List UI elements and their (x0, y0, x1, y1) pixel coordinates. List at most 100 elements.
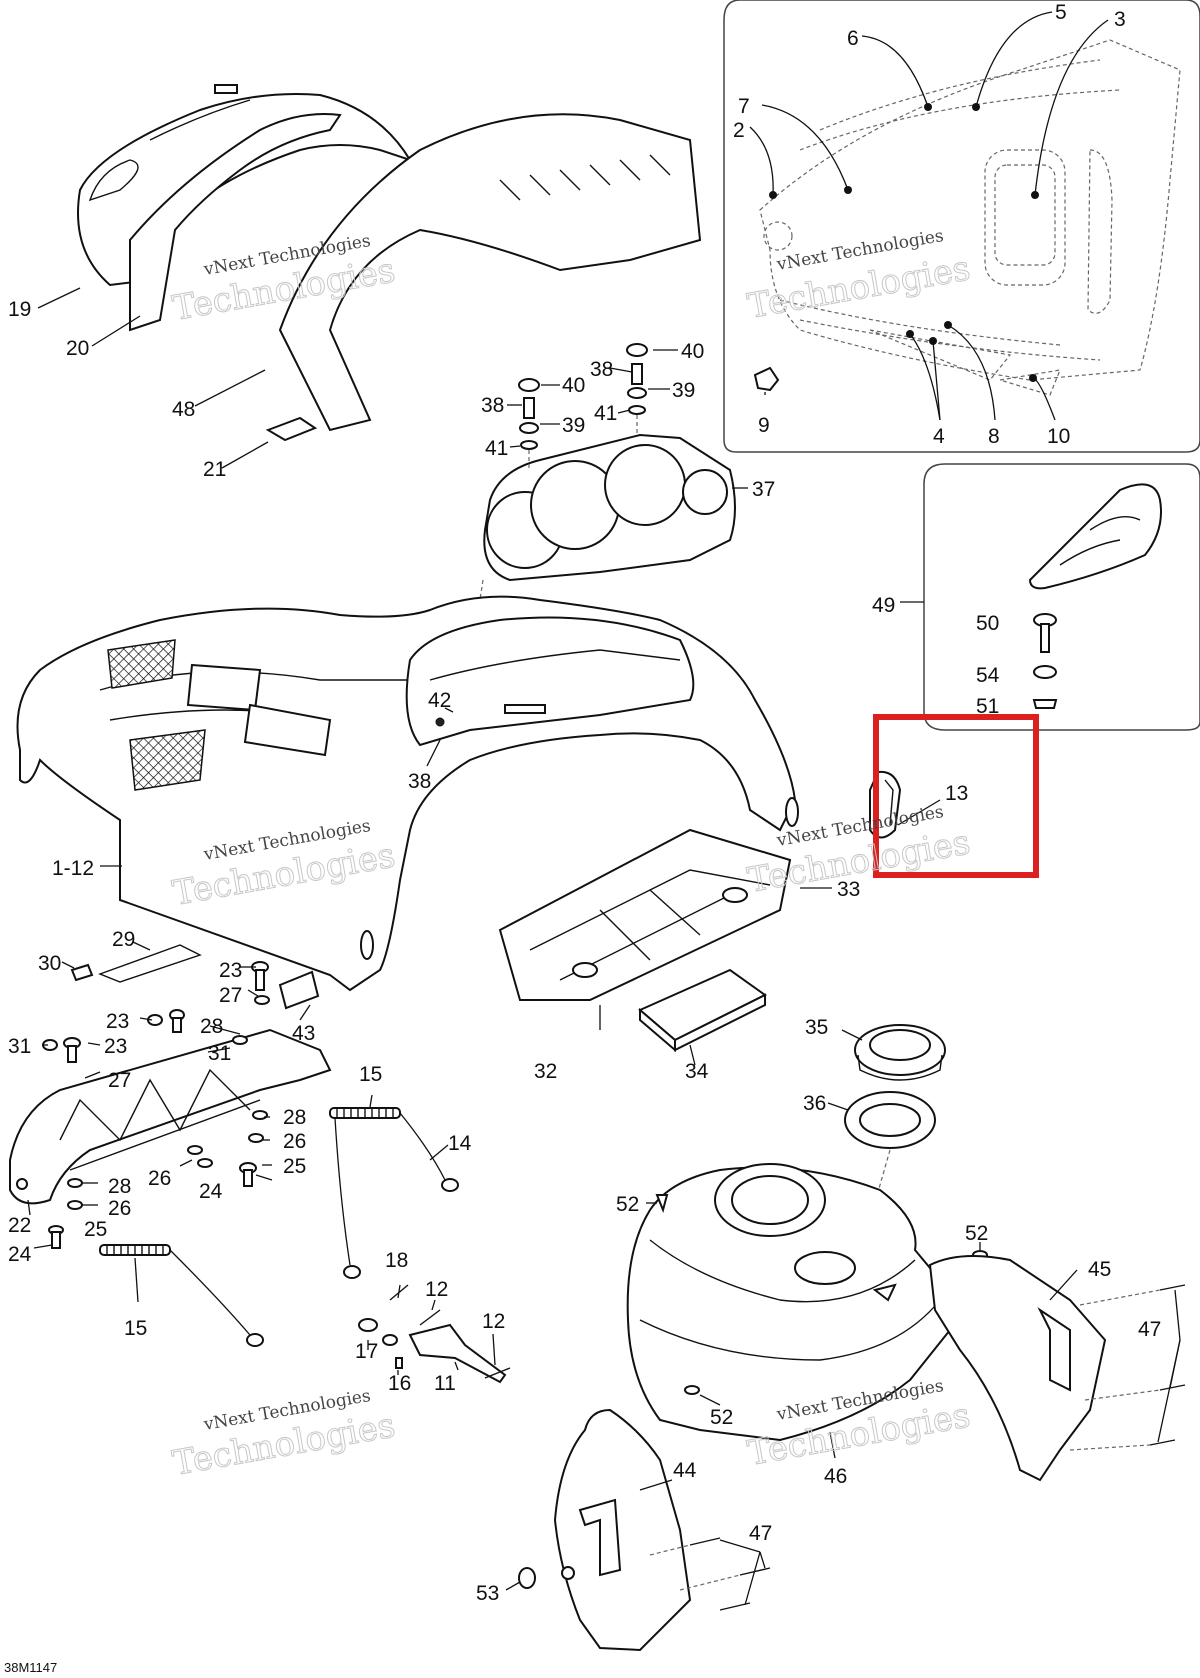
rivet-12a (419, 1309, 441, 1326)
callout-24-mid: 24 (199, 1180, 223, 1203)
screw-50 (1033, 613, 1057, 653)
callout-48: 48 (172, 398, 195, 421)
callout-18: 18 (385, 1249, 408, 1272)
callout-30: 30 (38, 952, 61, 975)
lower-housing-46 (626, 1163, 952, 1442)
fastener-stack-right (626, 343, 648, 435)
main-console-1-12 (16, 595, 799, 992)
callout-12-upper: 12 (425, 1278, 448, 1301)
callout-11: 11 (434, 1372, 456, 1395)
callout-25-mid: 25 (283, 1155, 306, 1178)
callout-51: 51 (976, 695, 999, 718)
callout-7: 7 (738, 95, 750, 118)
callout-31-left: 31 (8, 1035, 31, 1058)
callout-28-top: 28 (200, 1015, 223, 1038)
callout-46: 46 (824, 1465, 847, 1488)
callout-38-right: 38 (590, 358, 613, 381)
callout-5: 5 (1055, 1, 1067, 24)
callout-12-lower: 12 (482, 1310, 505, 1333)
gauge-bezel-37 (483, 433, 736, 582)
side-panel-45 (928, 1255, 1107, 1482)
side-panel-44 (553, 1408, 692, 1652)
callout-20: 20 (66, 337, 89, 360)
callout-28-mid: 28 (283, 1106, 306, 1129)
diagram-code: 38M1147 (4, 1660, 57, 1675)
callout-42: 42 (428, 689, 451, 712)
callout-3: 3 (1114, 8, 1126, 31)
callout-25-low: 25 (84, 1218, 107, 1241)
callout-39-left: 39 (562, 414, 585, 437)
callout-40-right: 40 (681, 340, 704, 363)
callout-24-low: 24 (8, 1243, 32, 1266)
callout-34: 34 (685, 1060, 709, 1083)
callout-28-low: 28 (108, 1175, 131, 1198)
callout-52-right: 52 (965, 1222, 988, 1245)
floor-tray-33 (498, 828, 792, 1001)
latch-assembly (358, 1284, 511, 1384)
callout-9: 9 (758, 414, 770, 437)
callout-38-left: 38 (481, 394, 504, 417)
callout-15-top: 15 (359, 1063, 382, 1086)
highlight-box-13 (873, 714, 1039, 878)
spring-cable-lower (99, 1244, 264, 1347)
callout-39-right: 39 (672, 379, 695, 402)
fastener-stack-left (518, 378, 540, 470)
filler-ring-35 (854, 1024, 946, 1081)
trim-part-49 (1028, 483, 1162, 590)
callout-27-top: 27 (219, 984, 242, 1007)
bracket-43 (278, 970, 320, 1010)
callout-13: 13 (945, 782, 968, 805)
callout-43: 43 (292, 1022, 315, 1045)
callout-41-right: 41 (594, 402, 617, 425)
callout-33: 33 (837, 878, 860, 901)
callout-35: 35 (805, 1016, 828, 1039)
callout-44: 44 (673, 1459, 697, 1482)
callout-52-top: 52 (616, 1193, 639, 1216)
clip-21 (265, 416, 318, 442)
clip-part-9 (753, 366, 780, 392)
callout-23-left: 23 (104, 1035, 127, 1058)
o-ring-17 (358, 1318, 378, 1332)
callout-10: 10 (1047, 425, 1070, 448)
callout-45: 45 (1088, 1258, 1111, 1281)
rivet-12b (484, 1367, 511, 1379)
nut-51 (1032, 699, 1058, 709)
pin-16 (395, 1357, 403, 1369)
foam-pad-34 (638, 968, 767, 1053)
callout-26-left: 26 (148, 1167, 171, 1190)
console-interior-drawing (759, 39, 1181, 396)
liner-48 (278, 113, 702, 432)
side-panel-20 (129, 113, 342, 332)
callout-50: 50 (976, 612, 999, 635)
rivets-47-right (1069, 1284, 1186, 1451)
inset-panel-top-right (723, 0, 1200, 453)
callout-2: 2 (733, 119, 745, 142)
callout-23-mid: 23 (106, 1010, 129, 1033)
callout-19: 19 (8, 298, 31, 321)
callout-36: 36 (803, 1092, 826, 1115)
rod-29 (98, 944, 202, 983)
hardware-52 (655, 1194, 988, 1395)
spring-cable-upper (329, 1107, 459, 1279)
callout-41-left: 41 (485, 437, 508, 460)
callout-23-top: 23 (219, 959, 242, 982)
bracket-hardware (42, 961, 270, 1249)
callout-22: 22 (8, 1214, 31, 1237)
pin-30 (70, 963, 94, 982)
callout-29: 29 (112, 928, 135, 951)
callout-16: 16 (388, 1372, 411, 1395)
callout-27-left: 27 (108, 1069, 131, 1092)
callout-17: 17 (355, 1340, 378, 1363)
washer-54 (1033, 665, 1057, 679)
callout-38-console: 38 (408, 770, 431, 793)
callout-4: 4 (933, 425, 945, 448)
callout-26-low: 26 (108, 1197, 131, 1220)
callout-53: 53 (476, 1582, 499, 1605)
callout-8: 8 (988, 425, 1000, 448)
latch-lever-11 (408, 1323, 507, 1384)
callout-15-low: 15 (124, 1317, 147, 1340)
callout-labels: 19 20 48 21 6 5 3 7 2 9 4 8 10 40 38 39 … (4, 1, 1161, 1675)
callout-49: 49 (872, 594, 895, 617)
callout-52-low: 52 (710, 1406, 733, 1429)
